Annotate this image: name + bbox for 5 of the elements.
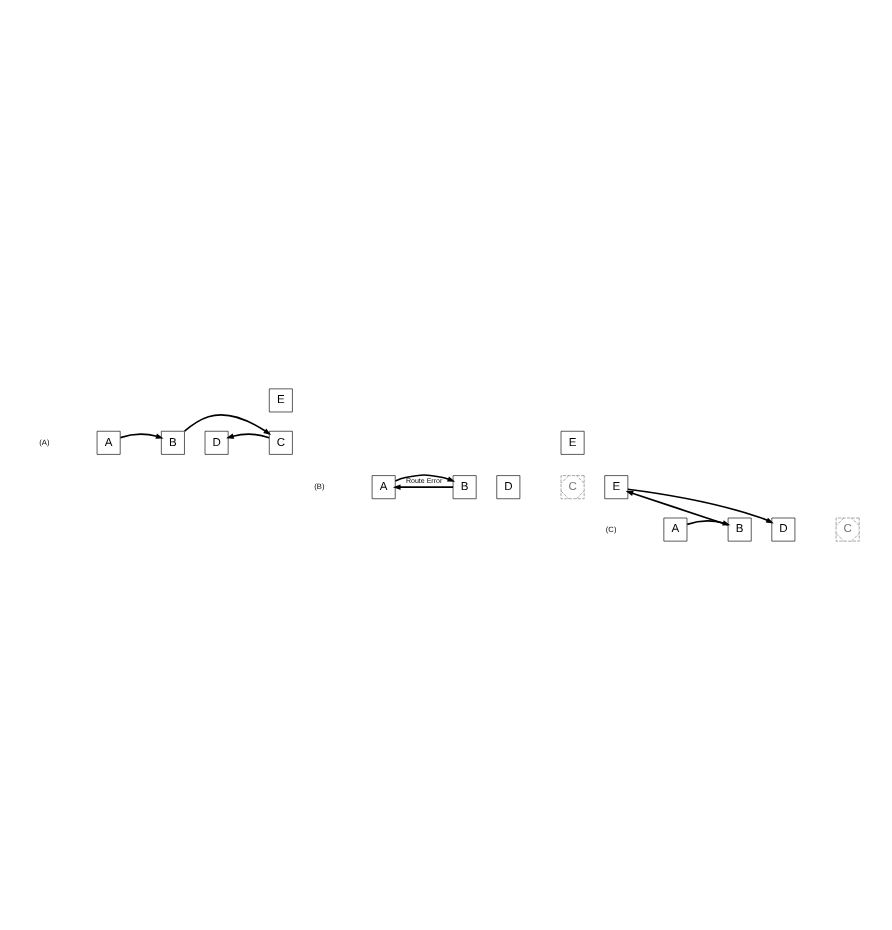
- arrow: [226, 433, 270, 439]
- arrow: [394, 474, 456, 482]
- arrow: [183, 414, 272, 436]
- arrow: [392, 484, 454, 490]
- arrow: [119, 433, 164, 439]
